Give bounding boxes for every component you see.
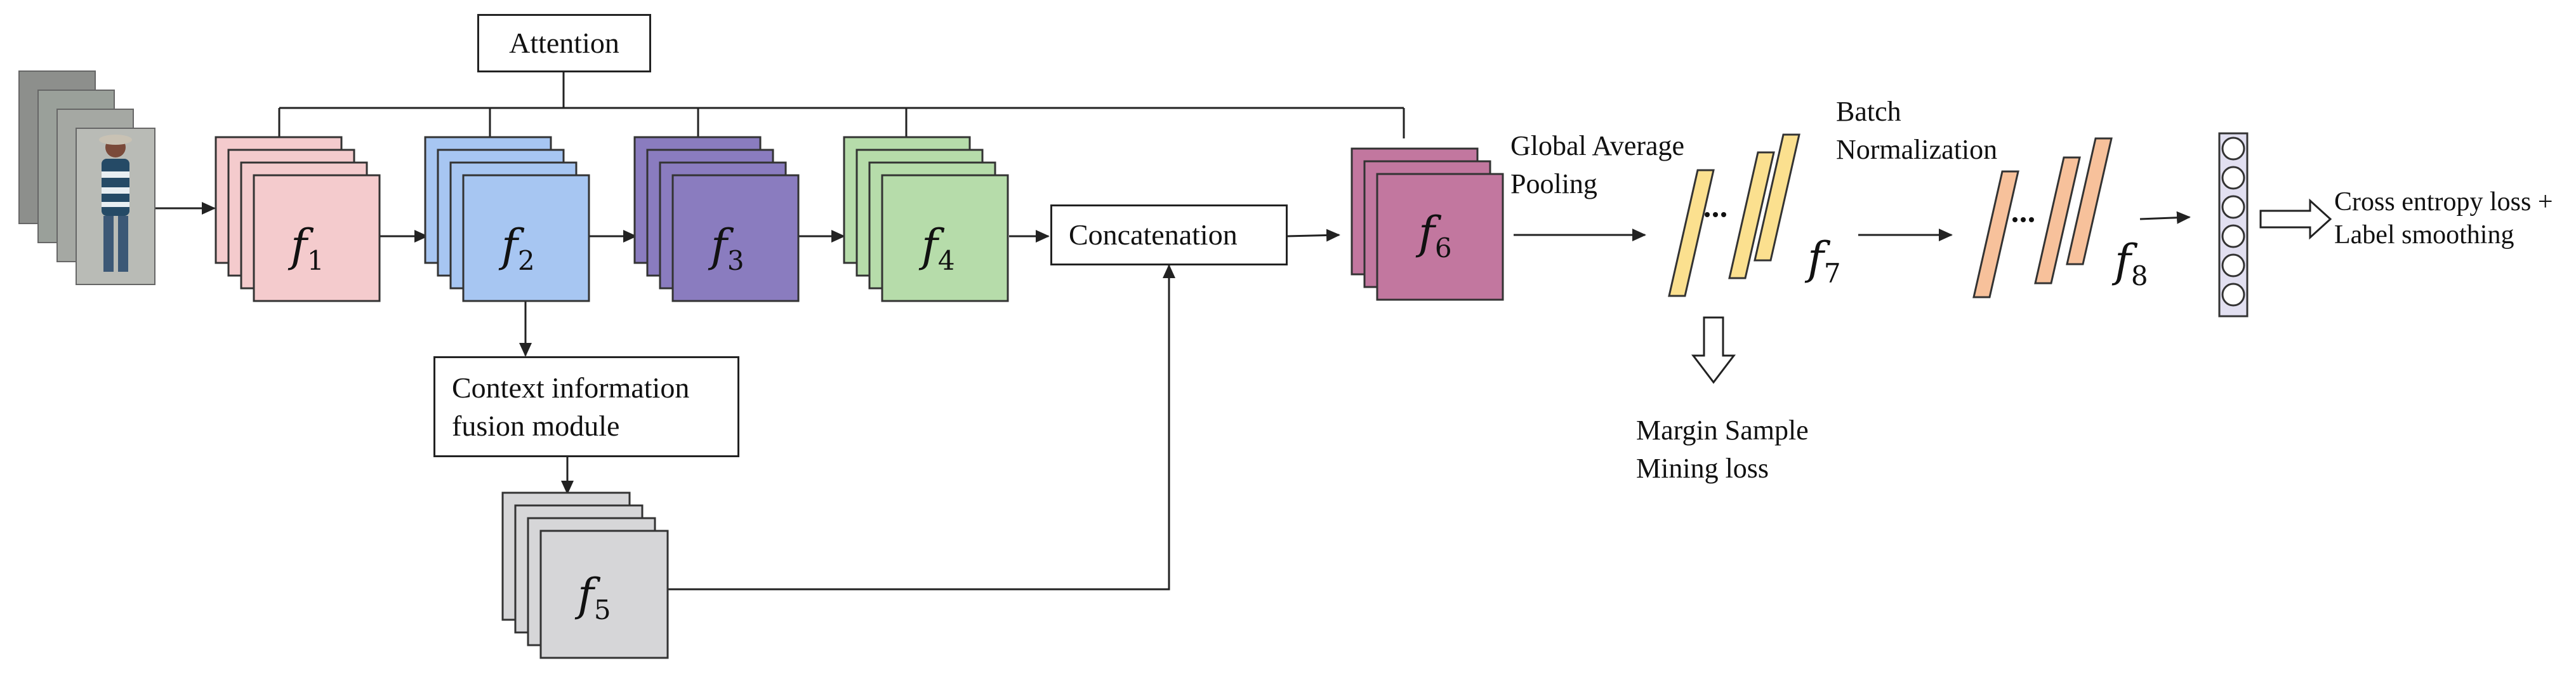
cross-entropy-loss-label: Cross entropy loss + Label smoothing [2334,185,2553,251]
f2-feature-map-stack [424,136,590,302]
batch-normalization-label: Batch Normalization [1836,93,1997,169]
hollow-right-arrow-icon [2259,198,2332,240]
f5-label: f5 [578,569,611,625]
f5-feature-map-stack-layer [539,530,669,659]
f4-label: f4 [921,220,955,276]
f5-feature-map-stack [501,491,669,659]
f8-label: f8 [2115,235,2148,291]
person-image-stack-icon [18,70,155,285]
f3-feature-map-stack [633,136,800,302]
gap-label-line2: Pooling [1510,168,1597,199]
margin-sample-mining-loss-label: Margin Sample Mining loss [1636,411,1809,488]
f4-feature-map-stack [843,136,1009,302]
margin-label-line2: Mining loss [1636,453,1769,484]
context-fusion-module-box: Context information fusion module [433,356,739,457]
f8-feature-bars [1972,137,2113,298]
global-average-pooling-label: Global Average Pooling [1510,127,1684,203]
f1-feature-map-stack [215,136,381,302]
classifier-neurons [2218,132,2249,317]
f2-label: f2 [501,220,535,276]
connectors [155,71,2191,591]
f6-feature-map-stack [1351,147,1504,301]
ce-label-line1: Cross entropy loss + [2334,187,2553,217]
f7-label: f7 [1807,232,1841,289]
concatenation-box: Concatenation [1050,204,1288,265]
attention-box: Attention [477,14,651,72]
context-module-label-line2: fusion module [452,409,620,442]
margin-label-line1: Margin Sample [1636,415,1809,446]
bn-label-line2: Normalization [1836,134,1998,165]
f6-feature-map-stack-layer [1376,173,1504,301]
f3-label: f3 [711,220,744,276]
concatenation-label: Concatenation [1069,218,1238,251]
context-module-label-line1: Context information [452,371,690,404]
attention-label: Attention [509,27,619,59]
f1-feature-map-stack-layer [253,174,381,302]
f7-feature-bars [1668,133,1800,297]
f3-feature-map-stack-layer [671,174,800,302]
f2-feature-map-stack-layer [462,174,590,302]
f6-label: f6 [1418,207,1452,264]
hollow-down-arrow-icon [1691,316,1736,384]
ce-label-line2: Label smoothing [2334,220,2514,250]
gap-label-line1: Global Average [1510,130,1685,161]
f1-label: f1 [291,220,324,276]
bn-label-line1: Batch [1836,96,1901,127]
f4-feature-map-stack-layer [881,174,1009,302]
